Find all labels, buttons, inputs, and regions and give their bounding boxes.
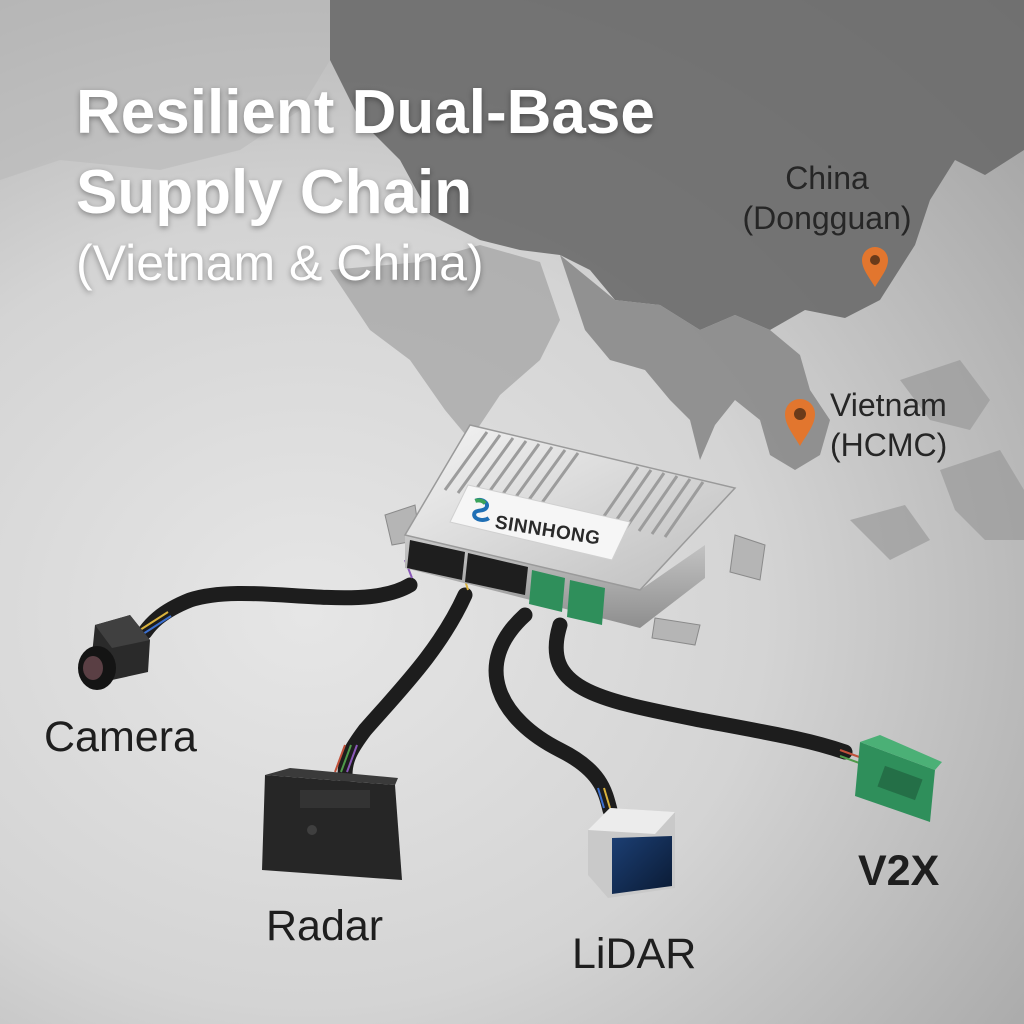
- map-land-islands: [850, 360, 1024, 560]
- location-name: China: [785, 160, 869, 196]
- headline-subtitle: (Vietnam & China): [76, 235, 484, 291]
- component-label-lidar: LiDAR: [572, 930, 697, 978]
- location-name: Vietnam: [830, 387, 947, 423]
- location-city: (Dongguan): [742, 200, 912, 236]
- ecu-fins: [443, 431, 705, 538]
- location-label-china: China (Dongguan): [722, 158, 932, 238]
- map-pin-icon: [862, 247, 888, 287]
- radar-device: [262, 768, 402, 880]
- ecu-label-plate: [449, 484, 631, 561]
- map-land-west: [0, 0, 330, 180]
- asia-map: [0, 0, 1024, 560]
- ecu-mount-right: [729, 534, 766, 581]
- headline-line-2: Supply Chain: [76, 158, 473, 227]
- harness-cables: [137, 577, 853, 818]
- sinnhong-logo-icon: [472, 497, 490, 522]
- map-pin-icon: [785, 399, 815, 446]
- location-label-vietnam: Vietnam (HCMC): [830, 385, 980, 465]
- headline-line-1: Resilient Dual-Base: [76, 78, 655, 147]
- camera-device: [78, 615, 150, 690]
- ecu-connectors: [407, 540, 605, 625]
- location-city: (HCMC): [830, 427, 948, 463]
- v2x-connector: [855, 735, 942, 822]
- map-land-indochina: [560, 255, 830, 470]
- ecu-top: [403, 424, 737, 591]
- component-label-v2x: V2X: [858, 847, 940, 895]
- ecu-mount-bottom: [651, 617, 701, 646]
- lidar-device: [588, 808, 675, 898]
- ecu-module: [384, 424, 766, 646]
- map-land-china: [330, 0, 1024, 330]
- component-label-camera: Camera: [44, 713, 197, 761]
- component-label-radar: Radar: [266, 902, 384, 950]
- map-land-india: [330, 245, 560, 440]
